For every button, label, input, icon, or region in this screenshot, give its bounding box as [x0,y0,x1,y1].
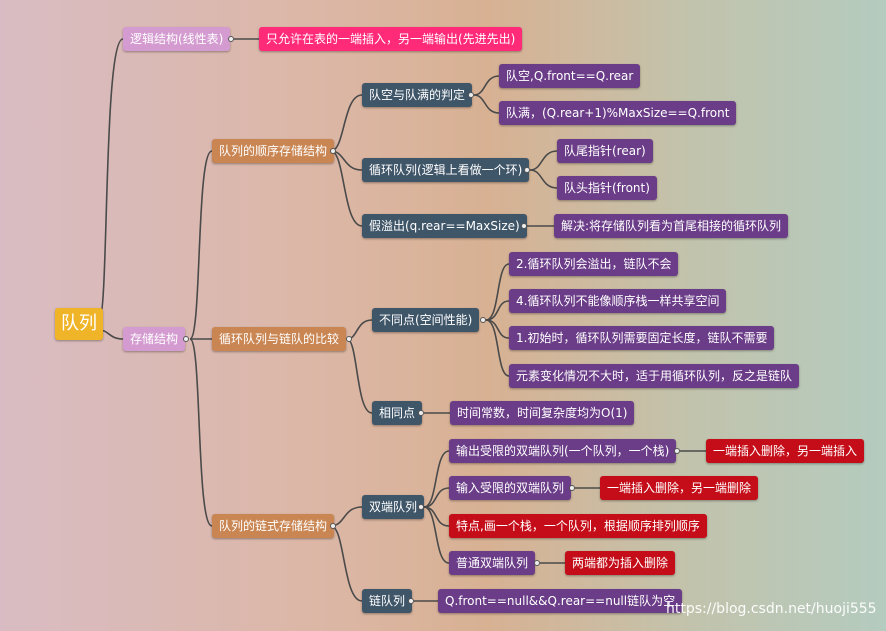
root-node-queue[interactable]: 队列 [55,308,103,340]
leaf-difference-4[interactable]: 元素变化情况不大时，适于用循环队列，反之是链队 [509,364,800,388]
collapse-knob-icon[interactable] [534,560,540,566]
leaf-input-restricted-deque[interactable]: 输入受限的双端队列 [449,476,572,500]
note-normal-deque[interactable]: 两端都为插入删除 [565,551,676,575]
collapse-knob-icon[interactable] [330,523,336,529]
leaf-front-pointer[interactable]: 队头指针(front) [557,176,657,200]
collapse-knob-icon[interactable] [330,148,336,154]
leaf-deque-feature[interactable]: 特点,画一个栈，一个队列，根据顺序排列顺序 [449,514,707,538]
node-linked-storage[interactable]: 队列的链式存储结构 [212,514,335,538]
leaf-difference-2[interactable]: 4.循环队列不能像顺序栈一样共享空间 [509,289,727,313]
leaf-rear-pointer[interactable]: 队尾指针(rear) [557,139,653,163]
note-input-restricted[interactable]: 一端插入删除，另一端删除 [600,476,759,500]
collapse-knob-icon[interactable] [468,92,474,98]
leaf-queue-empty[interactable]: 队空,Q.front==Q.rear [499,64,641,88]
node-circular-queue[interactable]: 循环队列(逻辑上看做一个环) [362,158,530,182]
leaf-output-restricted-deque[interactable]: 输出受限的双端队列(一个队列，一个栈) [449,439,677,463]
note-output-restricted[interactable]: 一端插入删除，另一端插入 [706,439,865,463]
leaf-normal-deque[interactable]: 普通双端队列 [449,551,536,575]
node-sequential-storage[interactable]: 队列的顺序存储结构 [212,139,335,163]
node-circular-vs-linked[interactable]: 循环队列与链队的比较 [212,327,347,351]
node-logic-desc[interactable]: 只允许在表的一端插入，另一端输出(先进先出) [259,27,523,51]
node-linked-queue[interactable]: 链队列 [362,589,413,613]
node-deque[interactable]: 双端队列 [362,495,425,519]
node-logic-structure[interactable]: 逻辑结构(线性表) [123,27,231,51]
leaf-queue-full[interactable]: 队满，(Q.rear+1)%MaxSize==Q.front [499,101,737,125]
collapse-knob-icon[interactable] [228,36,234,42]
collapse-knob-icon[interactable] [183,336,189,342]
watermark-text: https://blog.csdn.net/huoji555 [666,601,877,617]
leaf-difference-3[interactable]: 1.初始时，循环队列需要固定长度，链队不需要 [509,326,775,350]
collapse-knob-icon[interactable] [418,504,424,510]
collapse-knob-icon[interactable] [524,167,530,173]
leaf-overflow-solution[interactable]: 解决:将存储队列看为首尾相接的循环队列 [554,214,789,238]
collapse-knob-icon[interactable] [418,410,424,416]
collapse-knob-icon[interactable] [521,223,527,229]
collapse-knob-icon[interactable] [674,448,680,454]
collapse-knob-icon[interactable] [480,317,486,323]
node-false-overflow[interactable]: 假溢出(q.rear==MaxSize) [362,214,527,238]
collapse-knob-icon[interactable] [569,485,575,491]
collapse-knob-icon[interactable] [346,336,352,342]
collapse-knob-icon[interactable] [408,598,414,604]
node-similarities[interactable]: 相同点 [372,401,423,425]
node-storage-structure[interactable]: 存储结构 [123,327,186,351]
leaf-difference-1[interactable]: 2.循环队列会溢出，链队不会 [509,252,679,276]
node-empty-full-check[interactable]: 队空与队满的判定 [362,83,473,107]
leaf-linked-queue-empty[interactable]: Q.front==null&&Q.rear==null链队为空 [438,589,683,613]
node-differences[interactable]: 不同点(空间性能) [372,308,480,332]
leaf-similarity[interactable]: 时间常数，时间复杂度均为O(1) [450,401,635,425]
